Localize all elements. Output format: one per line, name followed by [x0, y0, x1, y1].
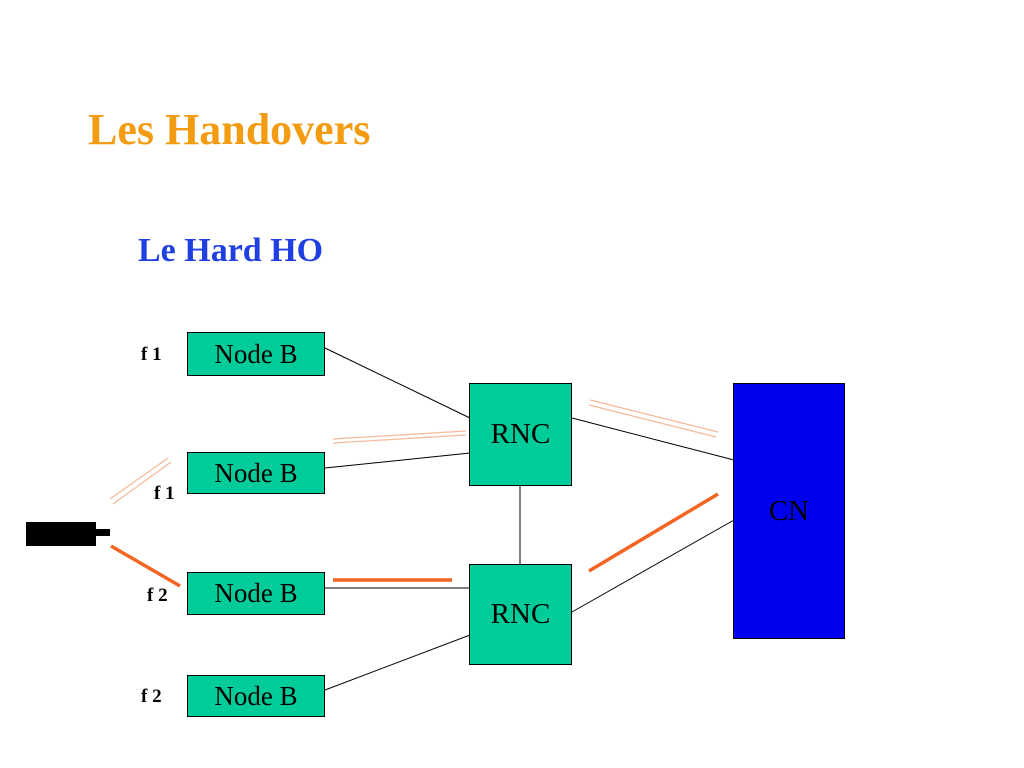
slide-subtitle: Le Hard HO — [138, 232, 324, 269]
core-network: CN — [733, 383, 845, 639]
previous-path — [109, 399, 719, 505]
link-nodeb1-rnc1 — [324, 347, 471, 419]
mobile-terminal-icon — [26, 522, 110, 546]
rnc-2: RNC — [469, 564, 572, 665]
node-b-3: Node B — [187, 572, 325, 615]
frequency-label-3: f 2 — [147, 585, 168, 606]
slide-title: Les Handovers — [88, 105, 371, 154]
rnc-1: RNC — [469, 383, 572, 486]
link-rnc2-cn — [571, 519, 735, 613]
node-b-1: Node B — [187, 332, 325, 376]
active-path — [110, 492, 719, 588]
node-b-2: Node B — [187, 452, 325, 494]
link-rnc1-cn — [571, 417, 735, 461]
node-b-4: Node B — [187, 675, 325, 717]
link-nodeb4-rnc2 — [324, 634, 471, 691]
frequency-label-2: f 1 — [154, 483, 175, 504]
frequency-label-4: f 2 — [141, 686, 162, 707]
frequency-label-1: f 1 — [141, 344, 162, 365]
link-nodeb2-rnc1 — [324, 452, 471, 469]
